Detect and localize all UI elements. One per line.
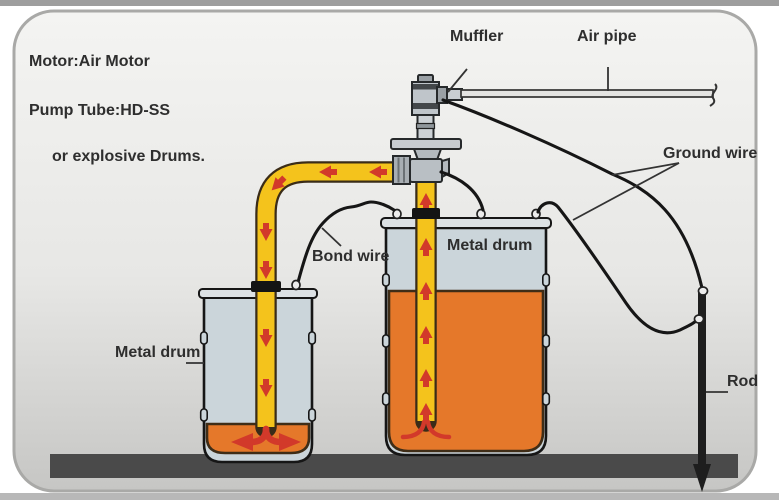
- ground-rod: [693, 289, 711, 492]
- ground-wire-pointer-1: [611, 162, 680, 176]
- drum-rib: [381, 334, 391, 348]
- drum-rib: [199, 331, 208, 345]
- air-pipe-break: [709, 83, 718, 107]
- metal-drum-left-label: Metal drum: [115, 344, 200, 361]
- ground-wire-label: Ground wire: [663, 145, 757, 162]
- large-drum-bung-collar: [412, 208, 440, 219]
- rod-label: Rod: [727, 373, 758, 390]
- motor-band-top: [413, 84, 438, 90]
- rod-shaft: [698, 289, 706, 467]
- drum-lug: [392, 208, 402, 220]
- drum-lug: [476, 208, 486, 220]
- ground-wire-motor: [441, 98, 704, 290]
- air-pipe-tube: [460, 89, 714, 98]
- bond-wire-pointer: [321, 227, 342, 247]
- pump-bond-wire: [439, 170, 485, 212]
- drum-rib: [381, 392, 391, 406]
- small-drum-bung-collar: [251, 281, 281, 292]
- muffler-pointer: [447, 68, 468, 93]
- neck-ring: [415, 122, 436, 130]
- large-drum-lid: [380, 217, 552, 229]
- drum-rib: [307, 408, 317, 422]
- ground-bar: [50, 454, 738, 478]
- ground-wire-drum: [536, 201, 701, 335]
- air-motor-pump: [390, 74, 463, 185]
- drum-rib: [541, 273, 551, 287]
- note-motor: Motor:Air Motor: [29, 53, 150, 70]
- delivery-pipe: [231, 161, 409, 451]
- drum-rib: [307, 331, 317, 345]
- bottom-edge-strip: [0, 493, 779, 500]
- drum-rib: [541, 392, 551, 406]
- suction-tube: [400, 168, 452, 440]
- top-edge-strip: [0, 0, 779, 6]
- wire-terminal: [697, 286, 709, 296]
- muffler-label: Muffler: [450, 28, 503, 45]
- note-pump-tube: Pump Tube:HD-SS: [29, 102, 170, 119]
- air-pipe-label: Air pipe: [577, 28, 637, 45]
- large-drum-liquid: [387, 289, 545, 453]
- bond-wire: [295, 200, 396, 288]
- coupling-nut: [392, 155, 411, 185]
- drum-rib: [199, 408, 208, 422]
- flange: [390, 138, 462, 150]
- metal-drum-right-label: Metal drum: [447, 237, 532, 254]
- ground-wire-pointer-2: [572, 162, 680, 221]
- air-pipe: [460, 83, 718, 107]
- outflow-arrow-right: [279, 433, 301, 451]
- intake-flow-right: [425, 419, 452, 440]
- drum-rib: [381, 273, 391, 287]
- drum-rib: [541, 334, 551, 348]
- rod-arrowhead: [693, 464, 711, 492]
- note-explosive: or explosive Drums.: [52, 148, 205, 165]
- wire-terminal: [693, 314, 705, 324]
- intake-flow-left: [400, 419, 427, 440]
- bond-wire-label: Bond wire: [312, 248, 389, 265]
- outflow-arrow-left: [231, 433, 253, 451]
- outflow-right: [262, 425, 285, 446]
- wire-terminal: [291, 279, 301, 291]
- t-junction: [409, 158, 443, 183]
- motor-band-bottom: [413, 103, 438, 109]
